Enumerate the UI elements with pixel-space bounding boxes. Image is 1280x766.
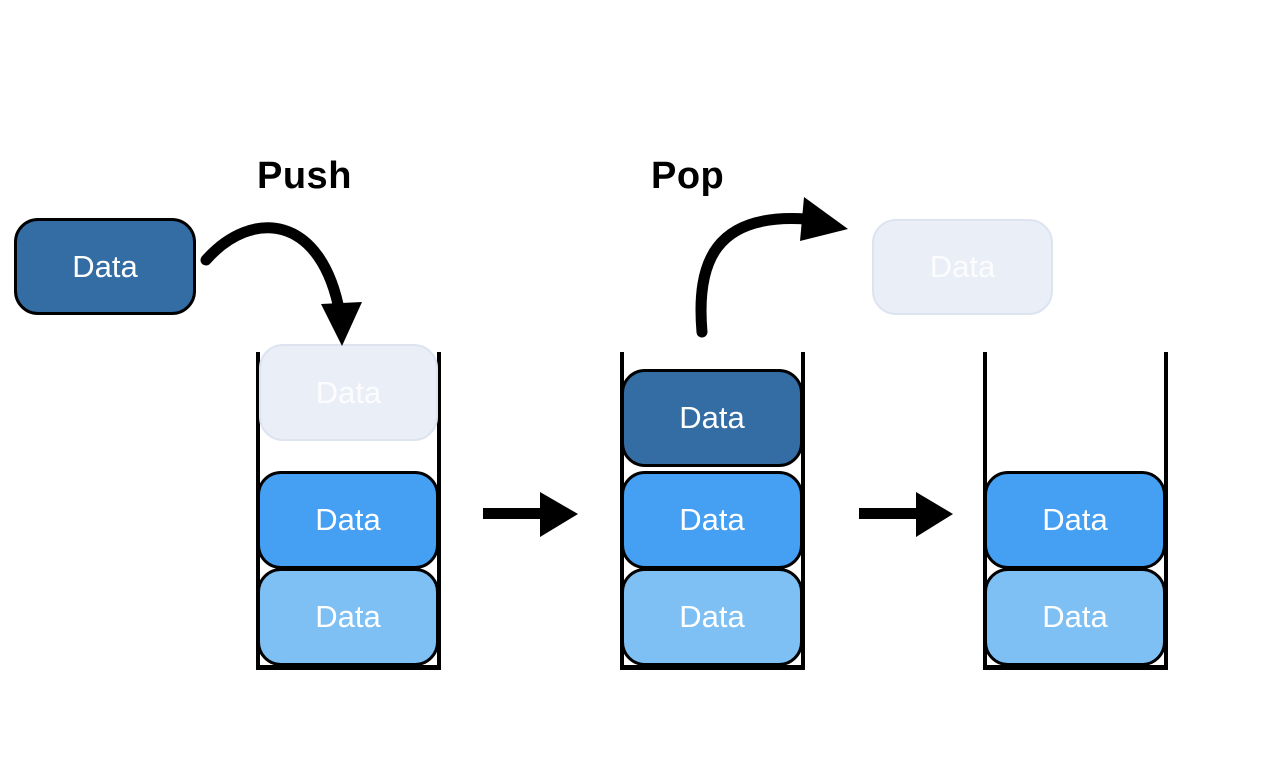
popped-data-label: Data xyxy=(929,249,996,284)
pop-label: Pop xyxy=(651,155,725,197)
stack3-slot-middle: Data xyxy=(984,471,1166,569)
pop-arrow-icon xyxy=(695,197,848,338)
stack1-slot-ghost: Data xyxy=(259,344,438,441)
right-arrow-1-icon xyxy=(483,492,578,537)
stack3-slot-middle-label: Data xyxy=(1042,502,1108,537)
stack2-slot-middle-label: Data xyxy=(679,502,745,537)
stack1-slot-middle: Data xyxy=(257,471,439,569)
stack2-slot-middle: Data xyxy=(621,471,803,569)
stack2-slot-top-label: Data xyxy=(679,400,745,435)
stack1-slot-middle-label: Data xyxy=(315,502,381,537)
incoming-data-label: Data xyxy=(72,248,138,284)
stack1-slot-ghost-label: Data xyxy=(315,374,382,410)
stack1-slot-bottom-label: Data xyxy=(315,599,381,634)
right-arrow-2-icon xyxy=(859,492,953,537)
stack2-slot-bottom-label: Data xyxy=(679,599,745,634)
stack3-slot-bottom-label: Data xyxy=(1042,599,1108,634)
stack3-slot-bottom: Data xyxy=(984,568,1166,666)
incoming-data-box: Data xyxy=(14,218,196,315)
popped-data-box: Data xyxy=(872,219,1053,315)
stack1-slot-bottom: Data xyxy=(257,568,439,666)
stack2-slot-top: Data xyxy=(621,369,803,467)
push-label: Push xyxy=(257,155,352,197)
push-arrow-icon xyxy=(200,222,362,346)
stack2-slot-bottom: Data xyxy=(621,568,803,666)
